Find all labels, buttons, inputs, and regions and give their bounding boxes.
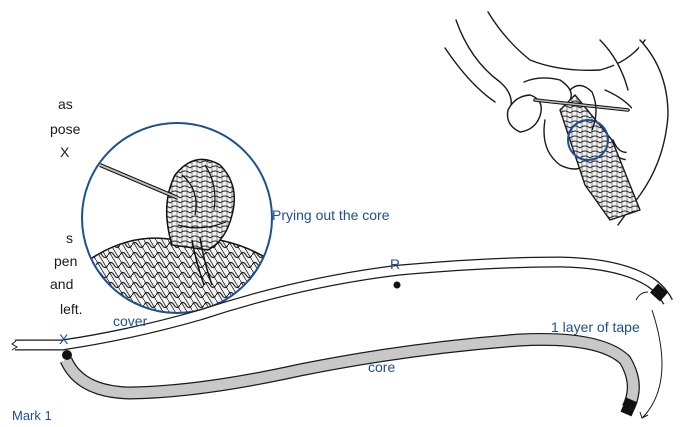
- cover-label: cover: [113, 313, 147, 330]
- core-rope: [66, 339, 633, 414]
- body-text-fragment: and: [50, 276, 73, 293]
- body-text-fragment: left.: [60, 301, 83, 318]
- tape-label: 1 layer of tape: [551, 319, 640, 336]
- body-text-fragment: pen: [54, 253, 77, 270]
- hands-with-fid-illustration: [445, 12, 668, 225]
- body-text-fragment: as: [58, 96, 73, 113]
- body-text-fragment: pose: [50, 121, 80, 138]
- mark1-point: [62, 350, 72, 360]
- r-point: [394, 282, 401, 289]
- tape-arrow: [642, 310, 662, 418]
- core-label: core: [368, 359, 395, 376]
- x-label: X: [59, 331, 68, 348]
- r-label: R: [390, 256, 400, 273]
- mark1-label: Mark 1: [12, 407, 52, 424]
- body-text-fragment: s: [66, 230, 73, 247]
- body-text-fragment: X: [60, 144, 69, 161]
- prying-label: Prying out the core: [272, 207, 390, 224]
